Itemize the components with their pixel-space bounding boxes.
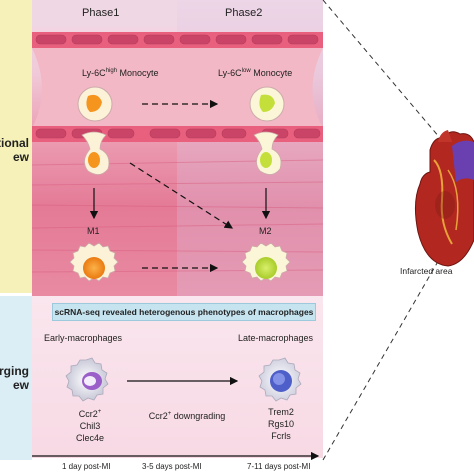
macrophage-phenotype-diagram bbox=[32, 357, 320, 460]
timeline-label-3: 7-11 days post-MI bbox=[247, 462, 311, 471]
m1-label: M1 bbox=[87, 226, 100, 236]
phase1-label: Phase1 bbox=[82, 7, 120, 19]
late-macrophage-cell bbox=[258, 357, 302, 402]
transition-label: Ccr2+ downgrading bbox=[148, 411, 226, 421]
m2-macrophage bbox=[241, 242, 291, 282]
early-macrophage-cell bbox=[65, 357, 109, 402]
early-gene-list: Ccr2+ Chil3 Clec4e bbox=[62, 406, 118, 444]
side-label-line-1: rging bbox=[0, 364, 29, 378]
emerging-view-label: rging ew bbox=[0, 364, 29, 392]
early-marker: Ccr2+ bbox=[78, 409, 102, 419]
side-label-line-2: ew bbox=[12, 150, 29, 164]
zoom-line-top bbox=[322, 0, 441, 139]
monocyte-low-label: Ly-6Clow Monocyte bbox=[218, 68, 293, 78]
early-macrophages-title: Early-macrophages bbox=[44, 333, 123, 343]
extravasating-cell-left bbox=[81, 131, 110, 175]
late-gene-3: Fcrls bbox=[271, 431, 291, 441]
vessel-and-cells-diagram bbox=[32, 32, 323, 282]
heart-illustration bbox=[414, 130, 474, 267]
phase1-header bbox=[32, 0, 177, 26]
traditional-view-label: tional ew bbox=[0, 136, 29, 164]
phase2-label: Phase2 bbox=[225, 7, 263, 19]
timeline-label-1: 1 day post-MI bbox=[62, 462, 111, 471]
extravasating-cell-right bbox=[253, 131, 282, 175]
late-gene-list: Trem2 Rgs10 Fcrls bbox=[256, 406, 306, 442]
monocyte-low bbox=[249, 86, 285, 122]
early-gene-2: Clec4e bbox=[75, 433, 104, 443]
m1-macrophage bbox=[69, 242, 119, 282]
monocyte-high bbox=[77, 86, 113, 122]
late-macrophages-title: Late-macrophages bbox=[238, 333, 314, 343]
late-gene-1: Trem2 bbox=[268, 407, 294, 417]
side-label-line-2: ew bbox=[12, 378, 29, 392]
vessel-wall-top bbox=[32, 32, 323, 48]
side-label-line-1: tional bbox=[0, 136, 29, 150]
m2-label: M2 bbox=[259, 226, 272, 236]
zoom-line-bottom bbox=[322, 257, 441, 461]
early-gene-1: Chil3 bbox=[79, 421, 101, 431]
traditional-view-panel: Phase1 Phase2 Ly-6Chigh Monocyte Ly-6Clo… bbox=[32, 0, 323, 296]
emerging-view-sidebar: rging ew bbox=[0, 296, 32, 460]
traditional-view-sidebar: tional ew bbox=[0, 0, 32, 293]
vessel-wall-bottom bbox=[32, 126, 323, 142]
timeline-label-2: 3-5 days post-MI bbox=[142, 462, 202, 471]
monocyte-high-label: Ly-6Chigh Monocyte bbox=[82, 68, 159, 78]
differentiation-arrow bbox=[129, 162, 234, 229]
late-gene-2: Rgs10 bbox=[267, 419, 294, 429]
heart-label: Infarcted area bbox=[400, 266, 453, 276]
scrna-banner: scRNA-seq revealed heterogenous phenotyp… bbox=[52, 303, 316, 321]
